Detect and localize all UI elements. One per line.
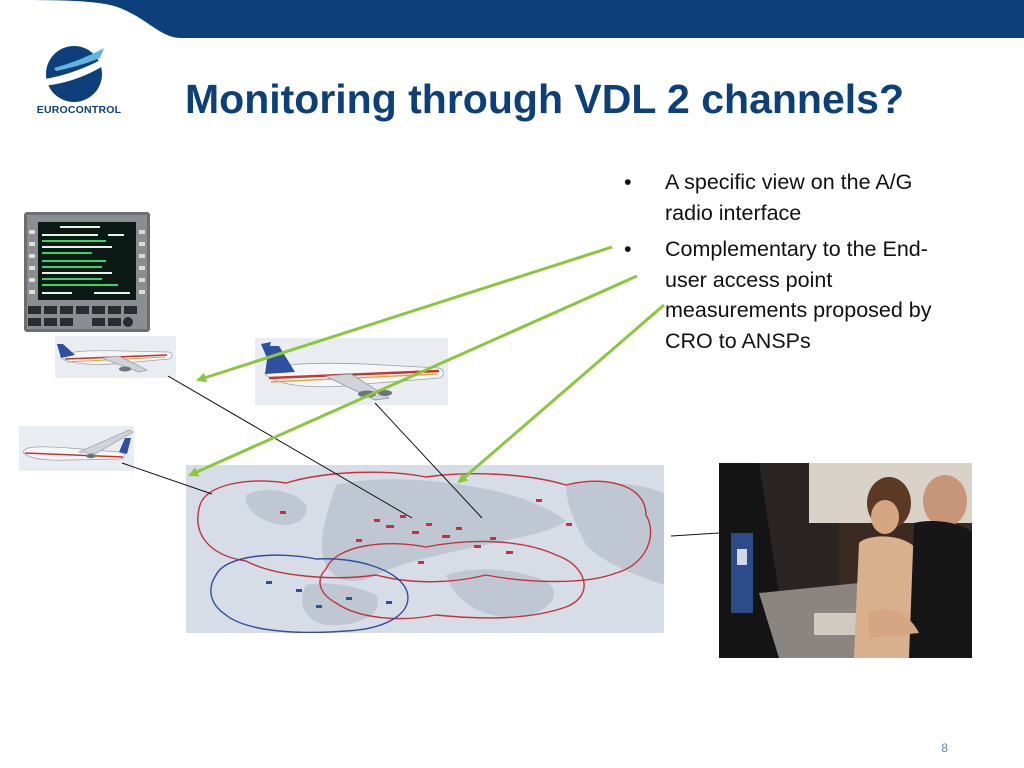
aircraft-image — [19, 426, 134, 471]
eurocontrol-logo: EUROCONTROL — [34, 40, 124, 120]
page-number: 8 — [941, 741, 948, 755]
bullet-item: • Complementary to the End-user access p… — [622, 234, 962, 356]
bullet-list: • A specific view on the A/G radio inter… — [622, 167, 962, 362]
aircraft-image — [255, 338, 448, 405]
bullet-text: Complementary to the End-user access poi… — [665, 237, 932, 353]
aircraft-image — [55, 336, 176, 378]
slide-title: Monitoring through VDL 2 channels? — [185, 76, 905, 122]
bullet-marker: • — [624, 237, 632, 261]
air-traffic-controllers-photo — [719, 463, 972, 658]
link-line — [670, 532, 720, 537]
mcdu-display-image — [24, 212, 150, 332]
eurocontrol-logo-icon — [40, 46, 118, 102]
bullet-item: • A specific view on the A/G radio inter… — [622, 167, 962, 228]
bullet-text: A specific view on the A/G radio interfa… — [665, 170, 913, 225]
bullet-marker: • — [624, 170, 632, 194]
europe-coverage-map-image — [186, 465, 664, 633]
logo-text: EUROCONTROL — [36, 104, 122, 116]
header-band — [0, 0, 1024, 38]
